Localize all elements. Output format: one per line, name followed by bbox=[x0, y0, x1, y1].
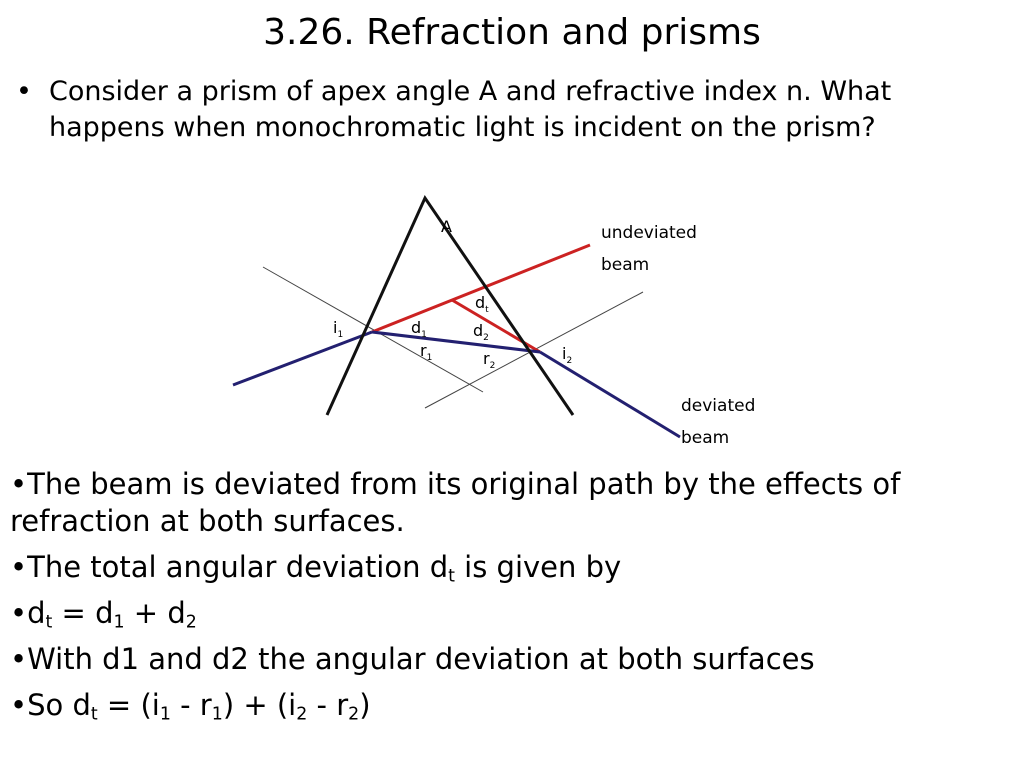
internal-ray bbox=[371, 330, 541, 354]
bullet-list: •The beam is deviated from its original … bbox=[10, 466, 1014, 733]
deviated-label-2: beam bbox=[681, 428, 729, 448]
undeviated-label-2: beam bbox=[601, 255, 649, 275]
slide-title: 3.26. Refraction and prisms bbox=[263, 12, 761, 53]
deviated-label-1: deviated bbox=[681, 396, 755, 416]
label-i2: i2 bbox=[562, 344, 572, 366]
bullet-deviation-cause: •The beam is deviated from its original … bbox=[10, 467, 901, 538]
incident-ray bbox=[232, 330, 373, 387]
emergent-ray bbox=[539, 350, 681, 439]
bullet-marker: • bbox=[16, 76, 32, 107]
normal-line-left bbox=[262, 266, 484, 393]
bullet-equation-angles: •So dt = (i1 - r1) + (i2 - r2) bbox=[10, 688, 371, 725]
label-r1: r1 bbox=[420, 341, 432, 363]
apex-label: A bbox=[441, 217, 452, 236]
bullet-d1-d2-meaning: •With d1 and d2 the angular deviation at… bbox=[10, 642, 815, 676]
label-dt: dt bbox=[475, 293, 489, 315]
prism-diagram: A undeviated beam deviated beam i1 d1 r1… bbox=[232, 194, 755, 448]
label-d2: d2 bbox=[473, 321, 489, 343]
label-d1: d1 bbox=[411, 318, 427, 340]
prism-outline bbox=[325, 194, 575, 416]
bullet-total-deviation: •The total angular deviation dt is given… bbox=[10, 550, 622, 587]
label-r2: r2 bbox=[483, 349, 495, 371]
intro-text: Consider a prism of apex angle A and ref… bbox=[49, 76, 892, 143]
undeviated-label-1: undeviated bbox=[601, 223, 697, 243]
undeviated-ray bbox=[371, 243, 591, 334]
intro-bullet: • Consider a prism of apex angle A and r… bbox=[16, 74, 1006, 146]
bullet-equation-sum: •dt = d1 + d2 bbox=[10, 596, 197, 633]
label-i1: i1 bbox=[333, 318, 343, 340]
